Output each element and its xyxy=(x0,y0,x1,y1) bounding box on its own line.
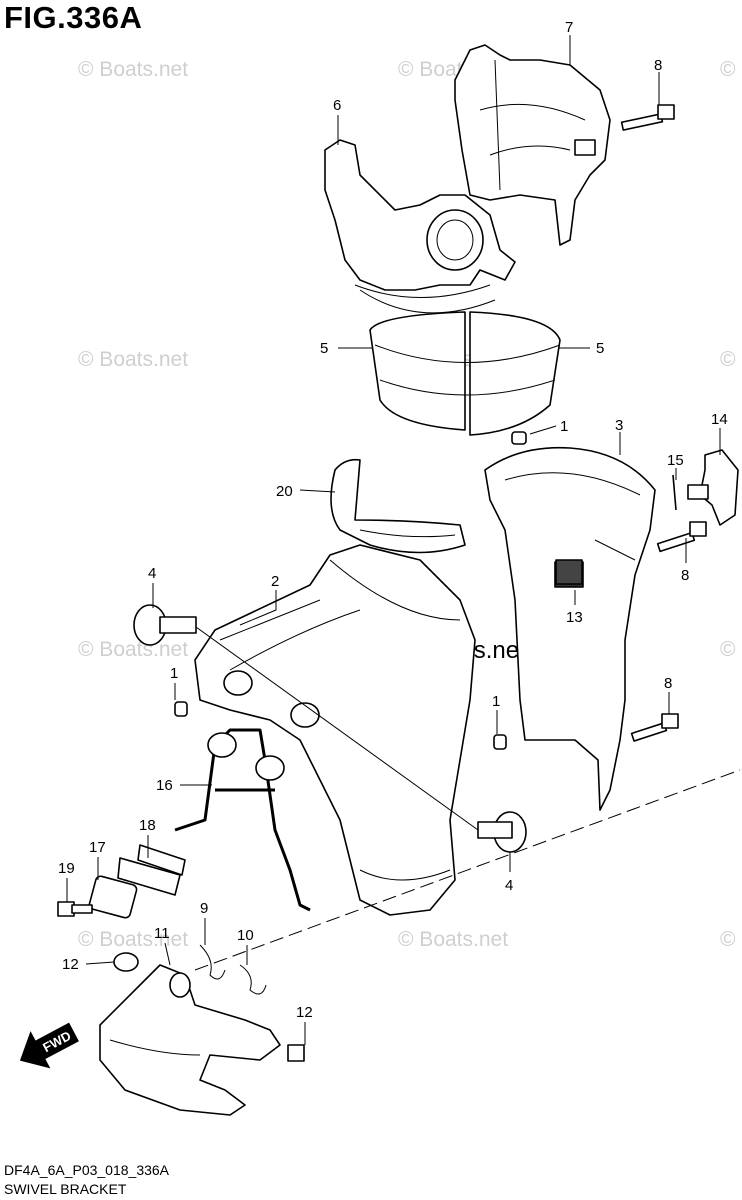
part-2-swivel-bracket xyxy=(194,544,476,916)
part-16-tilt-lever xyxy=(174,728,311,912)
part-8-bolt-upper xyxy=(620,104,675,131)
figure-name: SWIVEL BRACKET xyxy=(4,1181,127,1197)
callout-1: 1 xyxy=(170,665,178,682)
callout-17: 17 xyxy=(89,839,106,856)
callout-5: 5 xyxy=(320,340,328,357)
callout-4: 4 xyxy=(148,565,156,582)
callout-11: 11 xyxy=(154,925,170,942)
watermark: © Boats.net xyxy=(720,58,742,81)
watermark: © Boats.net xyxy=(720,348,742,371)
part-17-plate xyxy=(88,875,138,919)
figure-code: DF4A_6A_P03_018_336A xyxy=(4,1162,170,1178)
part-7-upper-clamp xyxy=(454,44,611,246)
centerline xyxy=(194,769,741,971)
part-4-pin-right xyxy=(477,811,527,853)
watermark: © Boats.net xyxy=(78,638,188,661)
callout-19: 19 xyxy=(58,860,75,877)
callout-14: 14 xyxy=(711,411,728,428)
callout-9: 9 xyxy=(200,900,208,917)
callout-16: 16 xyxy=(156,777,173,794)
callout-18: 18 xyxy=(139,817,156,834)
fwd-arrow: FWD xyxy=(19,1022,79,1069)
leader-lines xyxy=(66,35,721,1045)
callout-2: 2 xyxy=(271,573,279,590)
callout-8: 8 xyxy=(654,57,662,74)
part-4-pin-left xyxy=(133,604,197,646)
callout-15: 15 xyxy=(667,452,684,469)
callout-labels: 7 8 6 5 5 1 3 14 15 20 8 4 2 13 1 8 1 16… xyxy=(58,19,728,1021)
part-15-pin xyxy=(672,474,677,511)
callout-13: 13 xyxy=(566,609,583,626)
callout-8: 8 xyxy=(664,675,672,692)
part-20-plate xyxy=(330,458,466,554)
part-14-knob xyxy=(687,449,739,526)
callout-1: 1 xyxy=(492,693,500,710)
callout-8: 8 xyxy=(681,567,689,584)
callout-1: 1 xyxy=(560,418,568,435)
part-8-bolt-lower xyxy=(630,713,679,742)
part-8-bolt-middle xyxy=(656,521,707,553)
callout-20: 20 xyxy=(276,483,293,500)
callout-4: 4 xyxy=(505,877,513,894)
pin-axis xyxy=(195,626,479,831)
part-11-lower-bracket xyxy=(99,964,281,1116)
callout-5: 5 xyxy=(596,340,604,357)
callout-10: 10 xyxy=(237,927,254,944)
watermark: © Boats.net xyxy=(78,58,188,81)
part-19-bolt xyxy=(57,901,93,917)
callout-12: 12 xyxy=(296,1004,313,1021)
part-9-spring xyxy=(199,944,226,980)
part-13-pad xyxy=(555,559,583,585)
watermark: © Boats.net xyxy=(78,348,188,371)
watermark: © Boats.net xyxy=(78,928,188,951)
callout-7: 7 xyxy=(565,19,573,36)
callout-6: 6 xyxy=(333,97,341,114)
watermark: © Boats.net xyxy=(720,928,742,951)
callout-3: 3 xyxy=(615,417,623,434)
part-10-spring xyxy=(239,964,267,995)
part-18-spacer xyxy=(117,844,186,896)
part-3-stern-bracket xyxy=(484,446,656,811)
figure-title: FIG.336A xyxy=(4,0,143,35)
part-1-grease-nipple xyxy=(174,431,527,750)
part-5-bushing xyxy=(369,311,561,436)
part-6-swivel-yoke xyxy=(324,139,516,314)
watermark: © Boats.net xyxy=(720,638,742,661)
watermark: © Boats.net xyxy=(398,928,508,951)
callout-12: 12 xyxy=(62,956,79,973)
part-12-bolt xyxy=(113,952,305,1062)
